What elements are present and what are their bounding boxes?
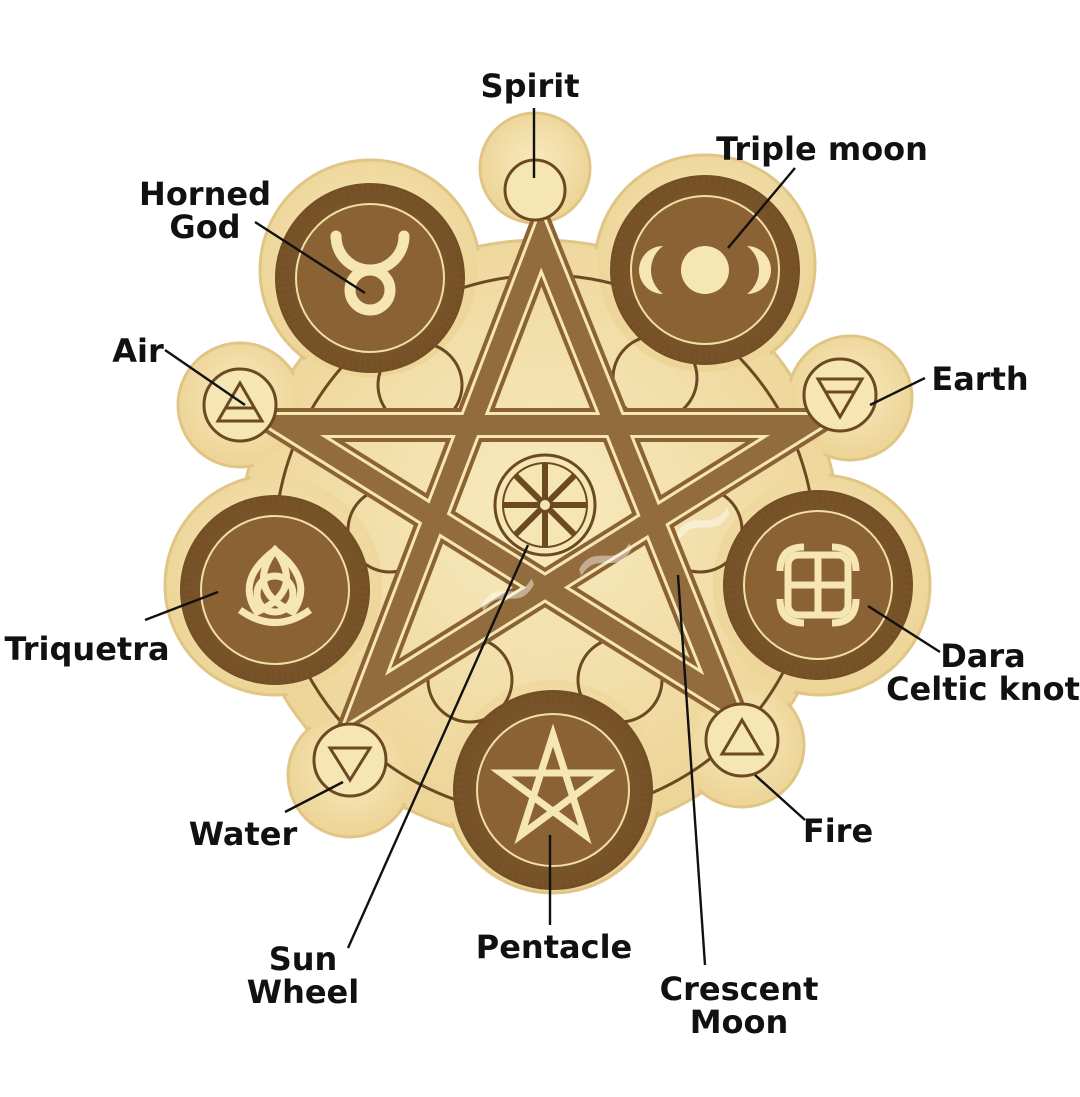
dara-knot-medallion xyxy=(723,490,913,680)
label-horned-god-line2: God xyxy=(169,208,240,246)
label-water: Water xyxy=(189,815,298,853)
label-sun-wheel-line2: Wheel xyxy=(247,973,359,1011)
label-triple-moon: Triple moon xyxy=(716,130,928,168)
label-spirit: Spirit xyxy=(481,67,580,105)
earth-symbol xyxy=(804,359,876,431)
label-dara-line2: Celtic knot xyxy=(886,670,1080,708)
water-symbol xyxy=(314,724,386,796)
label-crescent-moon-line2: Moon xyxy=(690,1003,789,1041)
label-triquetra: Triquetra xyxy=(4,630,169,668)
label-fire: Fire xyxy=(803,812,873,850)
label-earth: Earth xyxy=(931,360,1028,398)
label-pentacle: Pentacle xyxy=(476,928,632,966)
horned-god-medallion xyxy=(275,183,465,373)
pentacle-medallion xyxy=(453,690,653,890)
fire-symbol xyxy=(706,704,778,776)
triquetra-medallion xyxy=(180,495,370,685)
triple-moon-medallion xyxy=(610,175,800,365)
label-air: Air xyxy=(112,332,164,370)
air-symbol xyxy=(204,369,276,441)
